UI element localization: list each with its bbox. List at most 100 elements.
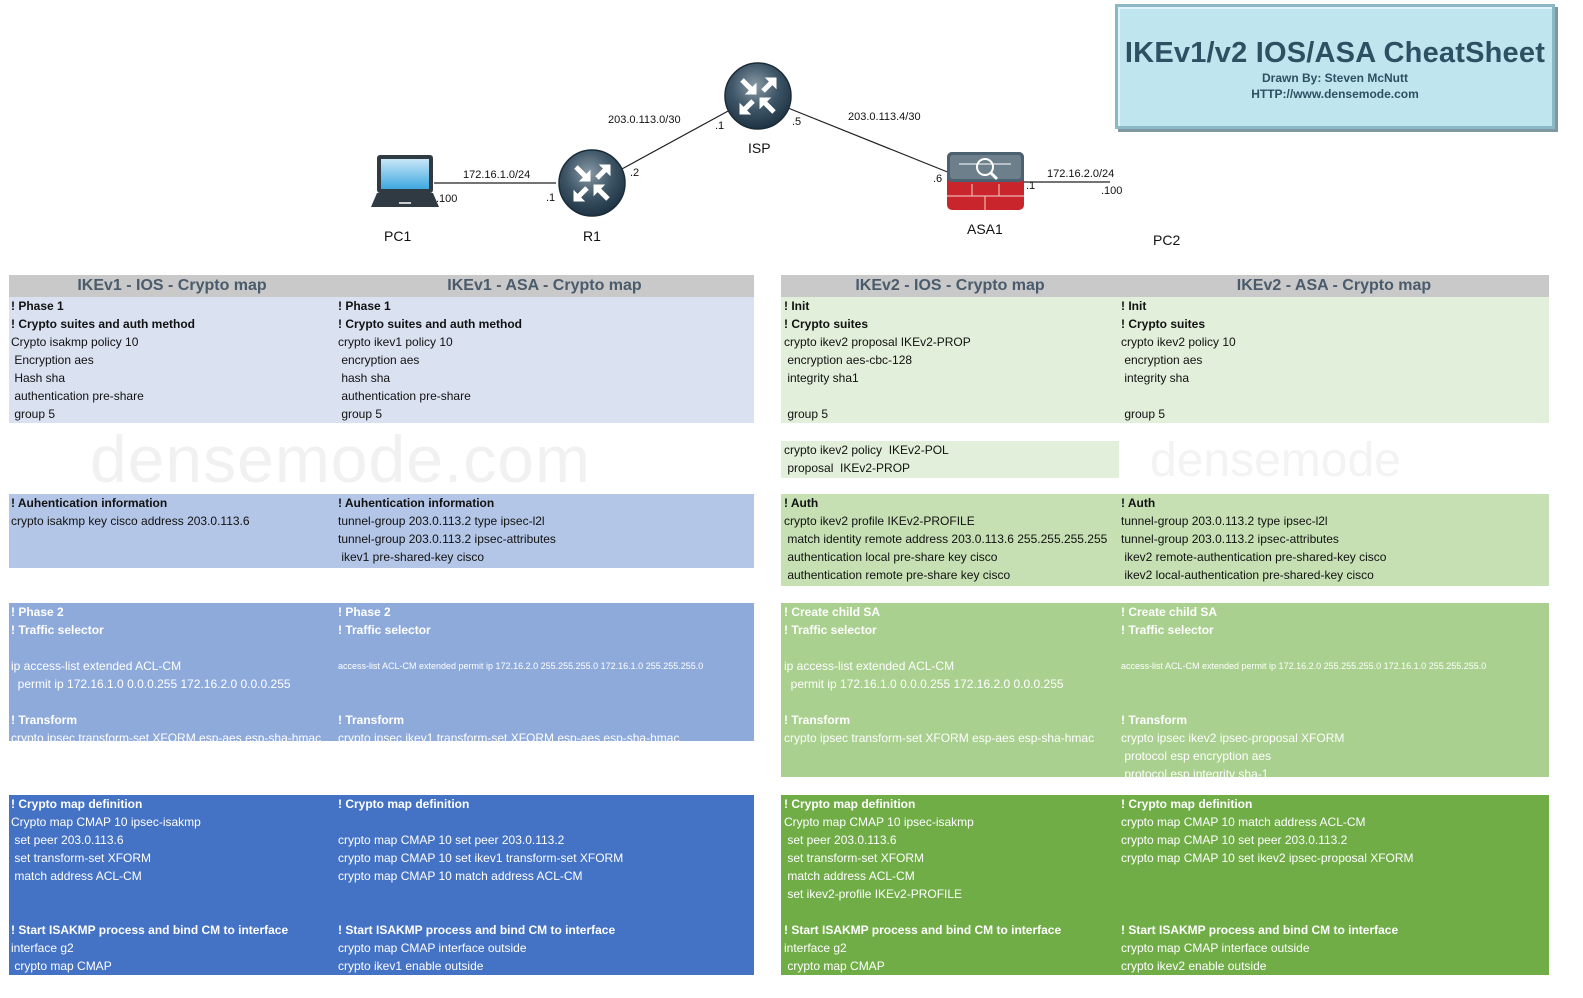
- config-line: crypto map CMAP interface outside: [1121, 941, 1310, 955]
- config-line: match address ACL-CM: [784, 869, 915, 883]
- config-comment: ! Transform: [11, 713, 78, 727]
- config-line: protocol esp integrity sha-1: [1121, 767, 1269, 777]
- config-line: [1121, 675, 1547, 693]
- config-line: ikev2 remote-authentication pre-shared-k…: [1121, 550, 1387, 564]
- config-line: tunnel-group 203.0.113.2 type ipsec-l2l: [1121, 514, 1328, 528]
- page-title: IKEv1/v2 IOS/ASA CheatSheet: [1124, 37, 1546, 69]
- config-comment: ! Init: [1121, 299, 1147, 313]
- config-comment: ! Traffic selector: [1121, 623, 1214, 637]
- config-line: integrity sha: [1121, 371, 1190, 385]
- isp-label: ISP: [748, 140, 771, 156]
- config-line: [1121, 903, 1547, 921]
- config-comment: ! Transform: [1121, 713, 1188, 727]
- subnet-asa-pc2: 172.16.2.0/24: [1047, 168, 1115, 180]
- author-credit: Drawn By: Steven McNutt: [1261, 71, 1409, 85]
- config-line: Crypto map CMAP 10 ipsec-isakmp: [784, 815, 974, 829]
- config-line: hash sha: [338, 371, 391, 385]
- config-comment: ! Traffic selector: [11, 623, 104, 637]
- config-line: set peer 203.0.113.6: [784, 833, 897, 847]
- config-comment: ! Transform: [338, 713, 405, 727]
- config-line: [1121, 639, 1547, 657]
- config-line: match identity remote address 203.0.113.…: [784, 532, 1108, 546]
- config-line: access-list ACL-CM extended permit ip 17…: [1121, 661, 1487, 671]
- config-line: set transform-set XFORM: [784, 851, 925, 865]
- config-line: [338, 885, 752, 903]
- config-line: authentication pre-share: [11, 389, 144, 403]
- config-line: [11, 903, 333, 921]
- config-line: [338, 813, 752, 831]
- link-isp-asa: [787, 107, 951, 174]
- config-line: crypto map CMAP 10 set ikev2 ipsec-propo…: [1121, 851, 1414, 865]
- config-comment: ! Start ISAKMP process and bind CM to in…: [11, 923, 289, 937]
- config-line: crypto ikev1 enable outside: [338, 959, 484, 973]
- config-line: crypto isakmp key cisco address 203.0.11…: [11, 514, 250, 528]
- config-line: group 5: [11, 407, 56, 421]
- config-line: group 5: [784, 407, 829, 421]
- config-line: crypto map CMAP 10 set peer 203.0.113.2: [1121, 833, 1348, 847]
- config-comment: ! Crypto suites and auth method: [11, 317, 196, 331]
- config-line: ip access-list extended ACL-CM: [11, 659, 182, 673]
- config-line: crypto ikev2 proposal IKEv2-PROP: [784, 335, 971, 349]
- config-line: Encryption aes: [11, 353, 94, 367]
- network-topology: PC1 R1 ISP ASA1 PC2 172.16.1.0/24 203.0.…: [0, 0, 1180, 260]
- config-line: [784, 903, 1117, 921]
- header-ikev2-asa: IKEv2 - ASA - Crypto map: [1236, 277, 1432, 294]
- isp-router-icon[interactable]: [724, 62, 792, 130]
- asa-config-column: ! Phase 1! Crypto suites and auth method…: [338, 297, 752, 423]
- if-asa-outside: .6: [933, 173, 943, 185]
- link-r1-isp: [619, 109, 731, 171]
- config-comment: ! Auth: [784, 496, 819, 510]
- pc1-laptop-icon[interactable]: [371, 155, 439, 207]
- config-line: Crypto isakmp policy 10: [11, 335, 139, 349]
- topology-links: [371, 62, 1110, 217]
- config-line: crypto ipsec transform-set XFORM esp-aes…: [784, 731, 1095, 745]
- config-line: [1121, 885, 1547, 903]
- if-pc1: .100: [436, 193, 458, 205]
- config-line: authentication remote pre-share key cisc…: [784, 568, 1011, 582]
- config-line: [1121, 693, 1547, 711]
- ios-config-column: ! Phase 1! Crypto suites and auth method…: [11, 297, 333, 423]
- pc2-label: PC2: [1153, 232, 1181, 248]
- config-line: [338, 639, 752, 657]
- config-line: authentication local pre-share key cisco: [784, 550, 998, 564]
- asa1-firewall-icon[interactable]: [947, 152, 1024, 210]
- config-line: [11, 693, 333, 711]
- config-comment: ! Init: [784, 299, 810, 313]
- config-line: group 5: [338, 407, 383, 421]
- header-ikev1-ios: IKEv1 - IOS - Crypto map: [77, 277, 267, 294]
- config-line: crypto ikev2 enable outside: [1121, 959, 1267, 973]
- asa1-label: ASA1: [967, 221, 1003, 237]
- title-box: IKEv1/v2 IOS/ASA CheatSheet Drawn By: St…: [1115, 4, 1555, 129]
- ios-config-column: ! Phase 2 ! Traffic selector ip access-lis…: [11, 603, 333, 741]
- config-comment: ! Phase 2: [11, 605, 64, 619]
- config-comment: ! Start ISAKMP process and bind CM to in…: [338, 923, 616, 937]
- config-line: [11, 885, 333, 903]
- header-ikev1-asa: IKEv1 - ASA - Crypto map: [447, 277, 642, 294]
- config-line: access-list ACL-CM extended permit ip 17…: [338, 661, 704, 671]
- config-line: ikev1 pre-shared-key cisco: [338, 550, 485, 564]
- config-comment: ! Traffic selector: [784, 623, 877, 637]
- config-line: ip access-list extended ACL-CM: [784, 659, 955, 673]
- ikev1-phase2-block: ! Phase 2 ! Traffic selector ip access-lis…: [9, 603, 754, 741]
- r1-router-icon[interactable]: [558, 149, 626, 217]
- config-line: interface g2: [11, 941, 74, 955]
- config-comment: ! Crypto map definition: [338, 797, 470, 811]
- config-line: crypto map CMAP 10 match address ACL-CM: [338, 869, 583, 883]
- config-line: crypto map CMAP interface outside: [338, 941, 527, 955]
- config-line: encryption aes: [338, 353, 420, 367]
- config-comment: ! Phase 2: [338, 605, 391, 619]
- config-line: crypto map CMAP: [784, 959, 885, 973]
- config-line: [338, 675, 752, 693]
- config-line: [1121, 867, 1547, 885]
- config-line: [1121, 387, 1547, 405]
